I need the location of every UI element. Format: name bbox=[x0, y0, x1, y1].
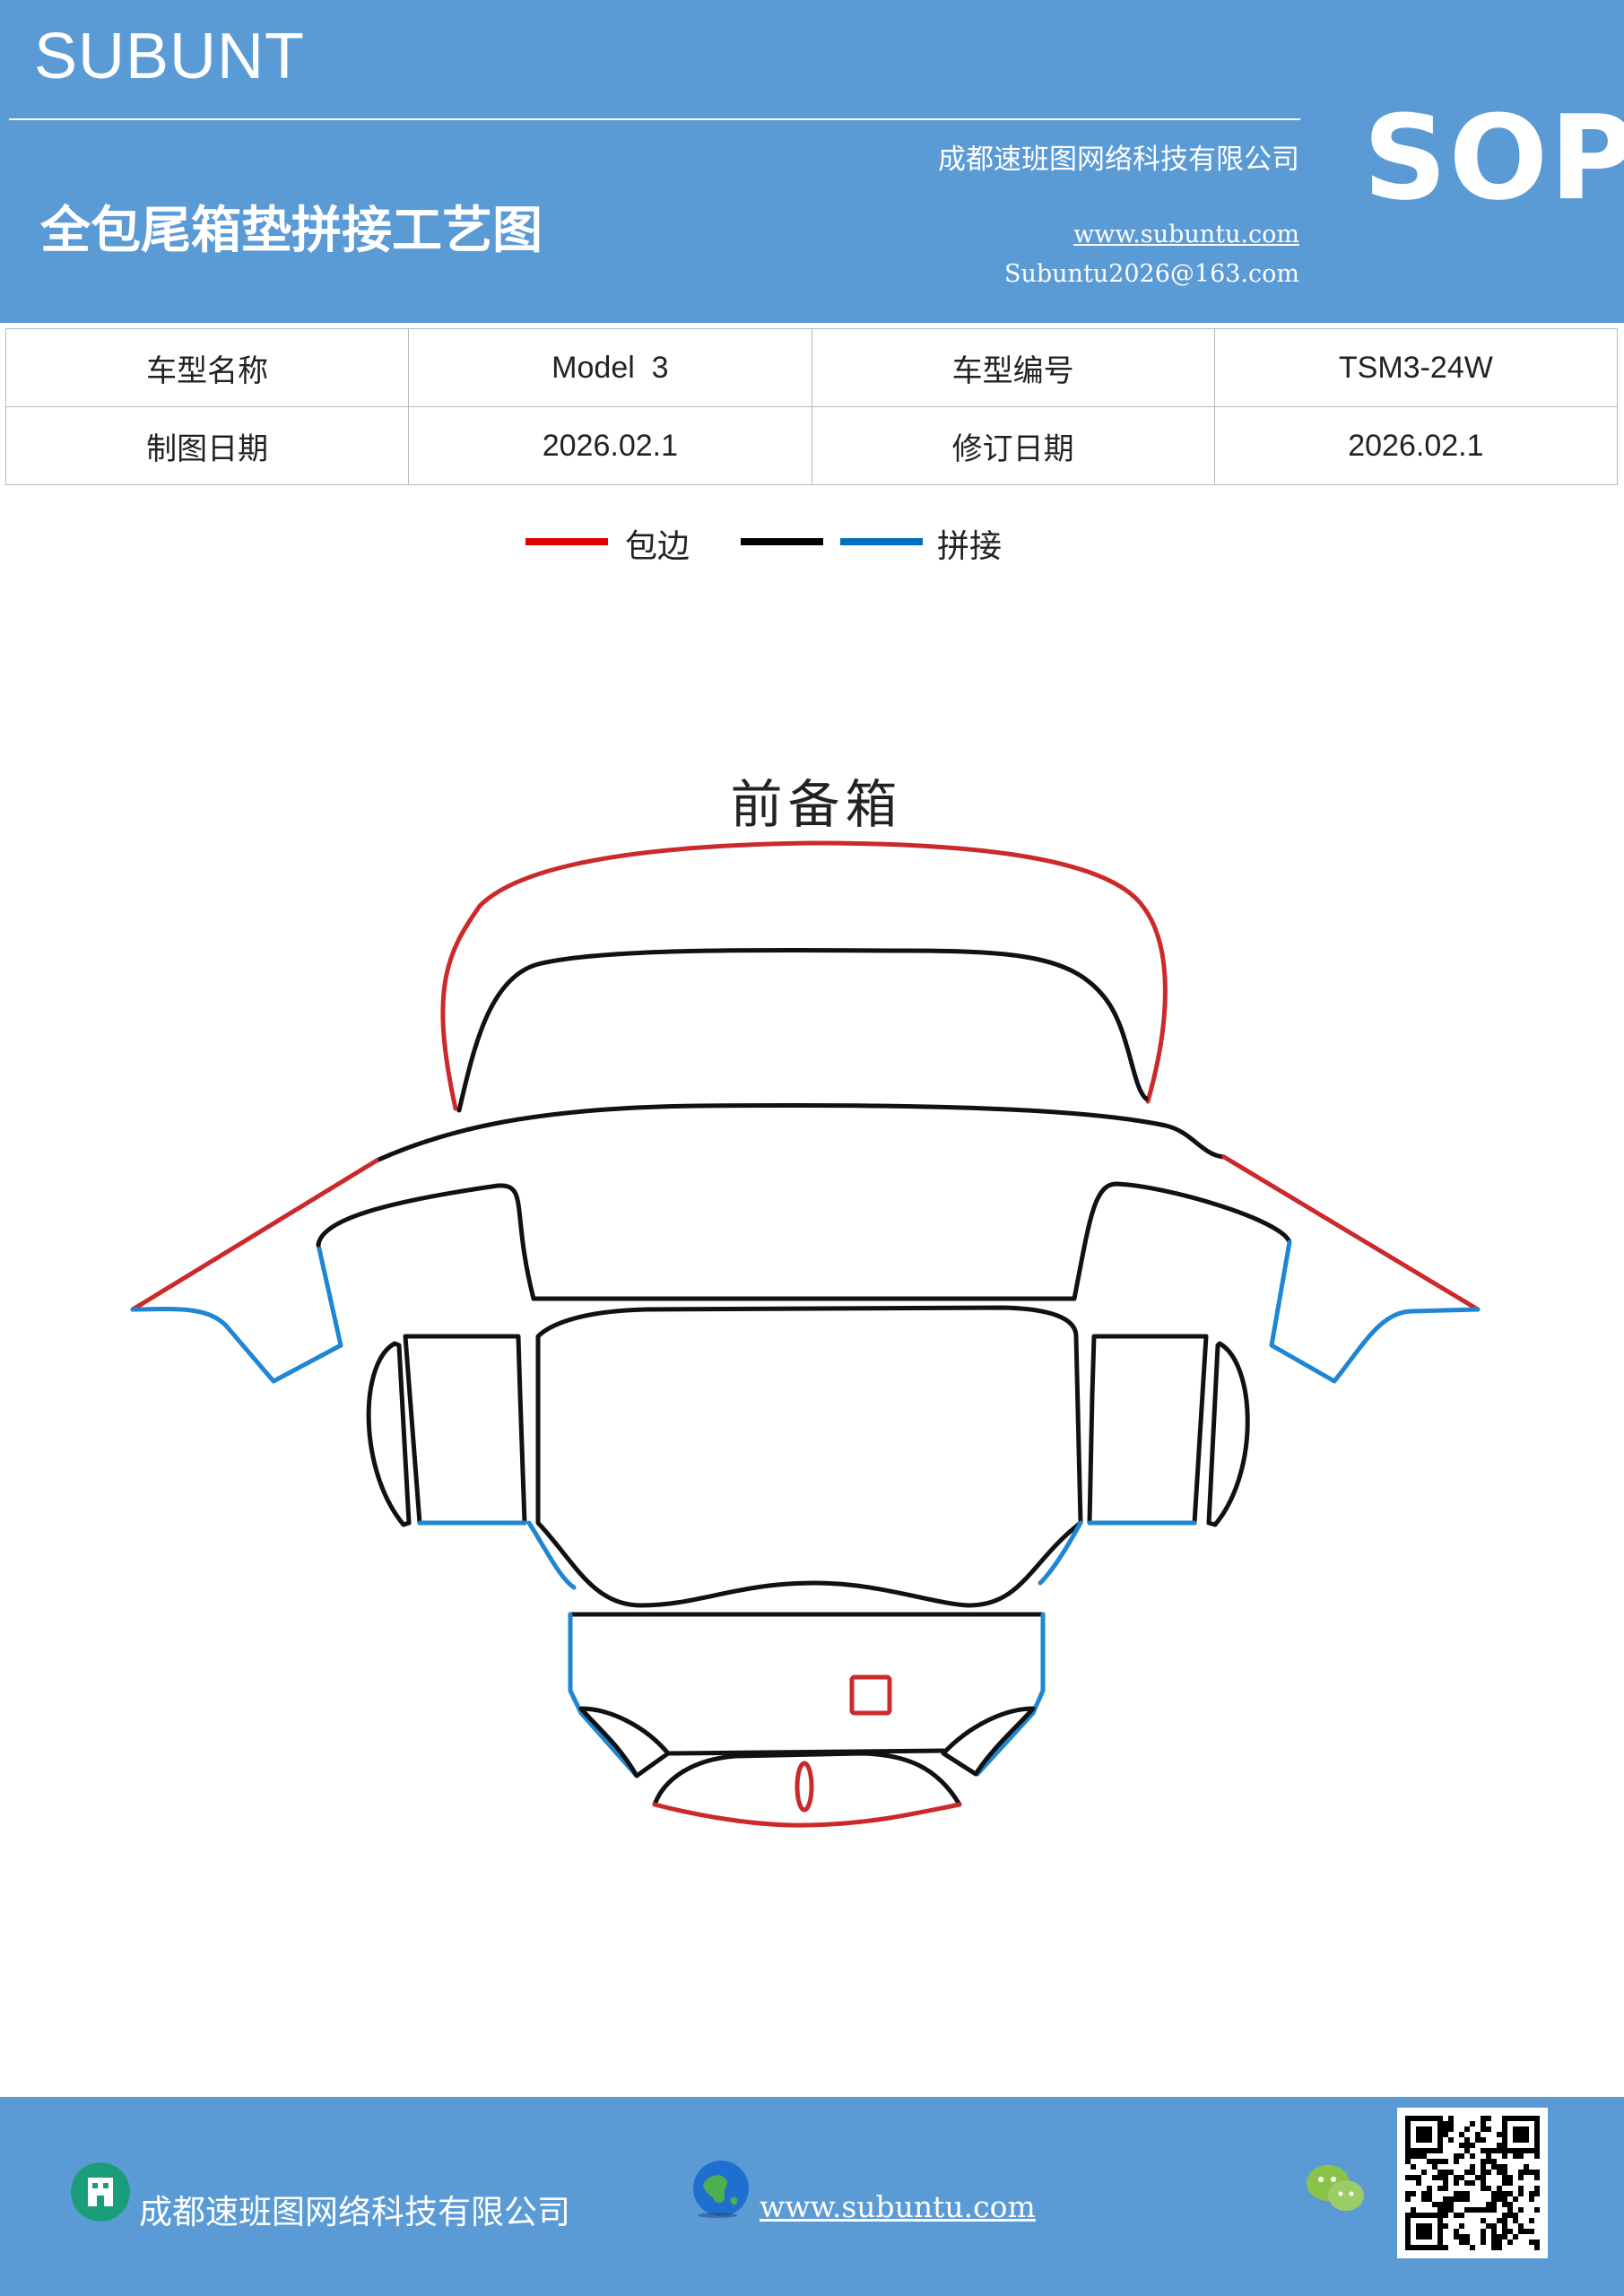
legend: 包边 拼接 bbox=[0, 520, 1624, 574]
table-row: 车型名称 Model 3 车型编号 TSM3-24W bbox=[4, 328, 1619, 407]
revision-date-value: 2026.02.1 bbox=[1213, 406, 1619, 485]
right-wing-seam bbox=[1269, 1239, 1481, 1384]
right-side-piece-outline bbox=[1087, 1334, 1209, 1526]
wechat-icon bbox=[1307, 2165, 1364, 2211]
lower-left-flap bbox=[578, 1706, 671, 1779]
front-lip-binding bbox=[652, 1802, 962, 1828]
right-side-piece-outer bbox=[1206, 1341, 1250, 1527]
left-wing-outline bbox=[316, 1181, 1292, 1301]
revision-date-label: 修订日期 bbox=[811, 406, 1215, 485]
upper-left-binding bbox=[130, 1158, 379, 1312]
header-website-link[interactable]: www.subuntu.com bbox=[1073, 221, 1299, 248]
qr-code bbox=[1397, 2108, 1548, 2258]
legend-swatch-binding bbox=[525, 538, 608, 545]
trunk-mat-diagram bbox=[130, 840, 1481, 1828]
lid-outer-binding bbox=[440, 840, 1168, 1111]
footer-website-link[interactable]: www.subuntu.com bbox=[760, 2189, 1036, 2224]
draw-date-label: 制图日期 bbox=[4, 406, 410, 485]
model-code-value: TSM3-24W bbox=[1213, 328, 1619, 407]
company-icon bbox=[71, 2162, 130, 2222]
legend-label-binding: 包边 bbox=[625, 528, 690, 565]
model-name-label: 车型名称 bbox=[4, 328, 410, 407]
hook-slot bbox=[795, 1761, 814, 1813]
left-side-piece-outer bbox=[366, 1341, 412, 1527]
model-name-value: Model 3 bbox=[408, 328, 812, 407]
left-side-piece-inner bbox=[403, 1334, 422, 1526]
header-email: Subuntu2026@163.com bbox=[1004, 260, 1299, 288]
center-cutout bbox=[849, 1674, 892, 1716]
legend-swatch-outline bbox=[741, 538, 823, 545]
draw-date-value: 2026.02.1 bbox=[408, 406, 812, 485]
legend-swatch-seam bbox=[840, 538, 923, 545]
left-side-piece-outline bbox=[403, 1334, 527, 1526]
model-code-label: 车型编号 bbox=[811, 328, 1215, 407]
diagram-title: 前备箱 bbox=[730, 774, 903, 835]
page-title: 全包尾箱垫拼接工艺图 bbox=[40, 202, 543, 260]
lower-right-flap bbox=[941, 1706, 1036, 1777]
upper-right-binding bbox=[1221, 1154, 1481, 1312]
right-side-piece-inner bbox=[1192, 1334, 1209, 1526]
left-wing-seam bbox=[130, 1242, 343, 1384]
header-divider bbox=[9, 118, 1300, 120]
center-panel-outline bbox=[535, 1305, 1083, 1608]
vehicle-info-table: 车型名称 Model 3 车型编号 TSM3-24W 制图日期 2026.02.… bbox=[4, 328, 1619, 485]
header-banner bbox=[0, 0, 1624, 323]
footer-company: 成都速班图网络科技有限公司 bbox=[139, 2193, 570, 2231]
front-lip-outline bbox=[652, 1751, 962, 1807]
lower-panel-left-seam bbox=[568, 1612, 639, 1779]
sop-badge: SOP bbox=[1363, 90, 1624, 226]
lower-panel-right-seam bbox=[975, 1612, 1046, 1777]
center-left-seam bbox=[526, 1520, 577, 1590]
globe-icon bbox=[693, 2161, 749, 2218]
lid-inner-outline bbox=[456, 947, 1149, 1113]
upper-panel-outline bbox=[374, 1102, 1227, 1163]
center-right-seam bbox=[1038, 1520, 1083, 1586]
brand-name: SUBUNT bbox=[34, 21, 306, 92]
legend-label-seam: 拼接 bbox=[937, 528, 1003, 565]
table-row: 制图日期 2026.02.1 修订日期 2026.02.1 bbox=[4, 406, 1619, 485]
lower-panel-bottom-line bbox=[665, 1748, 946, 1756]
header-company: 成都速班图网络科技有限公司 bbox=[938, 144, 1299, 176]
